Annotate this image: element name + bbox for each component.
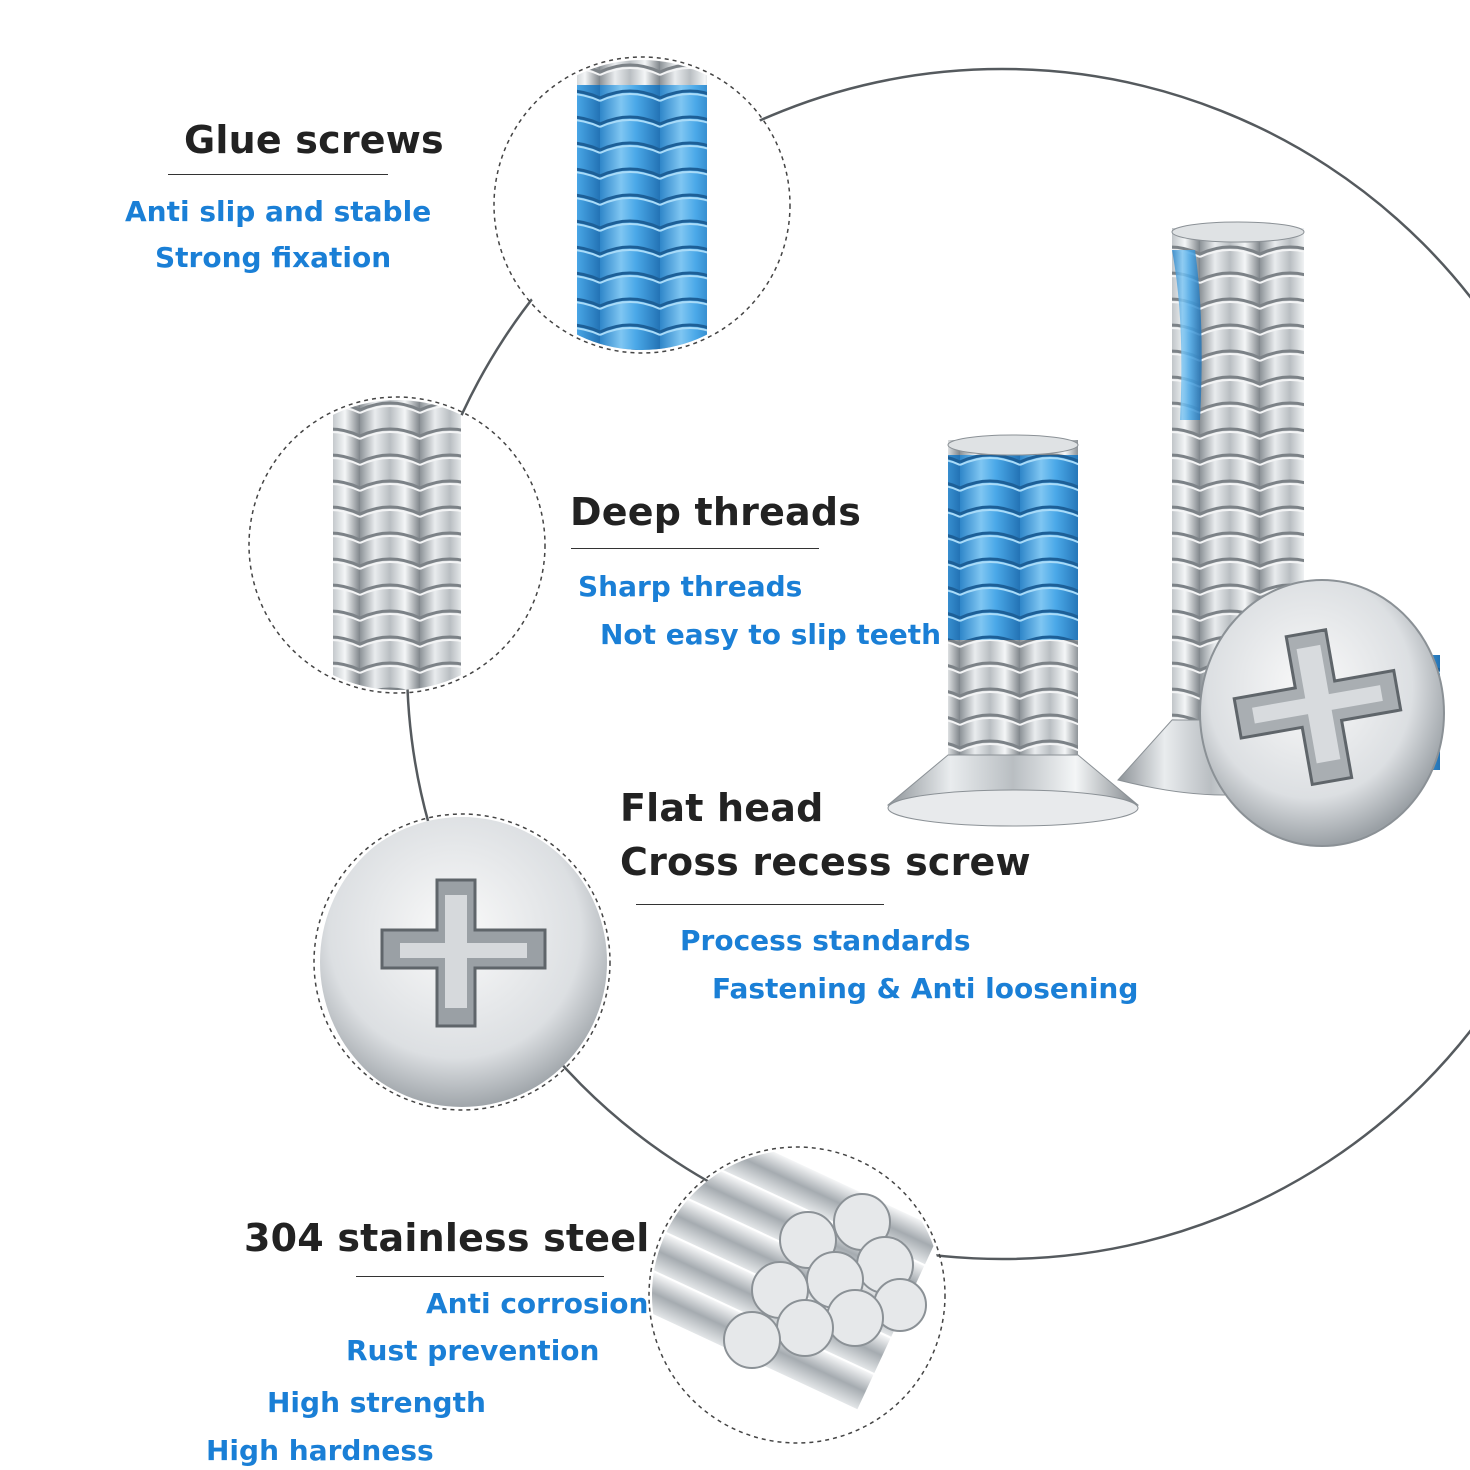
cross-recess-head-icon [313,813,611,1111]
deep-threads-heading: Deep threads [570,490,862,534]
stainless-steel-point: Rust prevention [346,1334,600,1367]
screw-head-icon [1199,579,1445,847]
deep-threads-divider [571,548,819,549]
glue-screws-point: Anti slip and stable [125,195,432,228]
stainless-steel-divider [356,1276,604,1277]
glue-screws-point: Strong fixation [155,241,392,274]
glue-screws-heading: Glue screws [184,118,444,162]
flat-head-heading: Flat head [620,786,824,830]
glue-thread-closeup-icon [493,56,791,354]
deep-threads-point: Not easy to slip teeth [600,618,942,651]
steel-rod-bundle-icon [648,1146,946,1444]
deep-threads-point: Sharp threads [578,570,803,603]
stainless-steel-heading: 304 stainless steel [244,1216,650,1260]
glue-screws-divider [168,174,388,175]
cross-recess-heading: Cross recess screw [620,840,1031,884]
flat-head-point: Process standards [680,924,971,957]
flat-head-divider [636,904,884,905]
flat-head-point: Fastening & Anti loosening [712,972,1139,1005]
short-screw-icon [886,434,1140,827]
stainless-steel-point: High hardness [206,1434,434,1467]
deep-thread-closeup-icon [248,396,546,694]
stainless-steel-point: Anti corrosion [426,1287,649,1320]
stainless-steel-point: High strength [267,1386,486,1419]
